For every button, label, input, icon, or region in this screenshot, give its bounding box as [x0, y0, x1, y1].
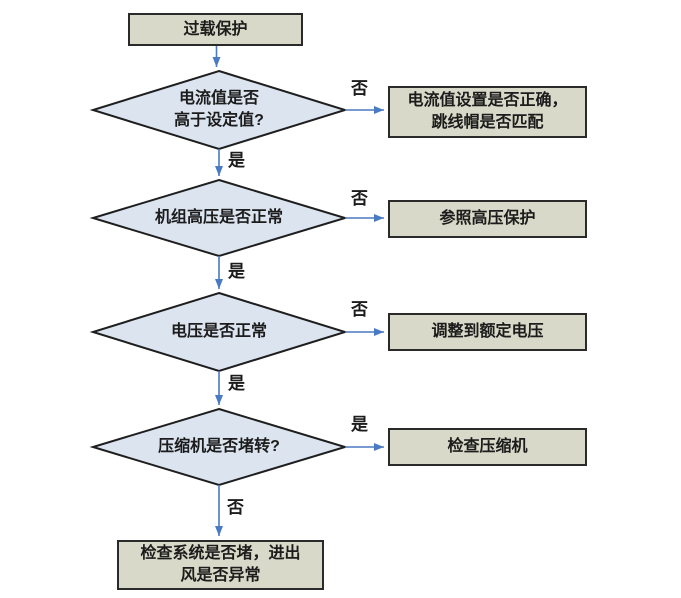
node-pressure-action: 参照高压保护 [388, 200, 587, 238]
edge-label-compressor-no: 否 [227, 498, 244, 517]
node-current-action: 电流值设置是否正确， 跳线帽是否匹配 [388, 86, 587, 138]
edge-label-current-yes: 是 [228, 151, 245, 170]
decision-current-shape [89, 69, 349, 151]
decision-voltage-shape [89, 291, 349, 373]
node-start-label: 过载保护 [183, 20, 248, 38]
node-pressure-action-label: 参照高压保护 [439, 210, 536, 228]
edge-label-compressor-yes: 是 [351, 415, 368, 434]
decision-pressure-shape [89, 178, 349, 258]
node-compressor-action-label: 检查压缩机 [447, 438, 528, 456]
node-voltage-action-label: 调整到额定电压 [431, 323, 544, 341]
edge-label-voltage-yes: 是 [228, 374, 245, 393]
node-compressor-action: 检查压缩机 [388, 428, 587, 466]
edge-label-voltage-no: 否 [351, 300, 368, 319]
node-current-action-label: 电流值设置是否正确， 跳线帽是否匹配 [407, 92, 568, 131]
node-voltage-action: 调整到额定电压 [388, 313, 587, 351]
node-end-label: 检查系统是否堵，进出 风是否异常 [140, 545, 301, 584]
edge-label-current-no: 否 [351, 79, 368, 98]
edge-label-pressure-yes: 是 [228, 262, 245, 281]
decision-compressor-shape [89, 407, 349, 487]
node-start: 过载保护 [128, 13, 303, 46]
edge-label-pressure-no: 否 [351, 189, 368, 208]
node-end: 检查系统是否堵，进出 风是否异常 [117, 540, 324, 590]
